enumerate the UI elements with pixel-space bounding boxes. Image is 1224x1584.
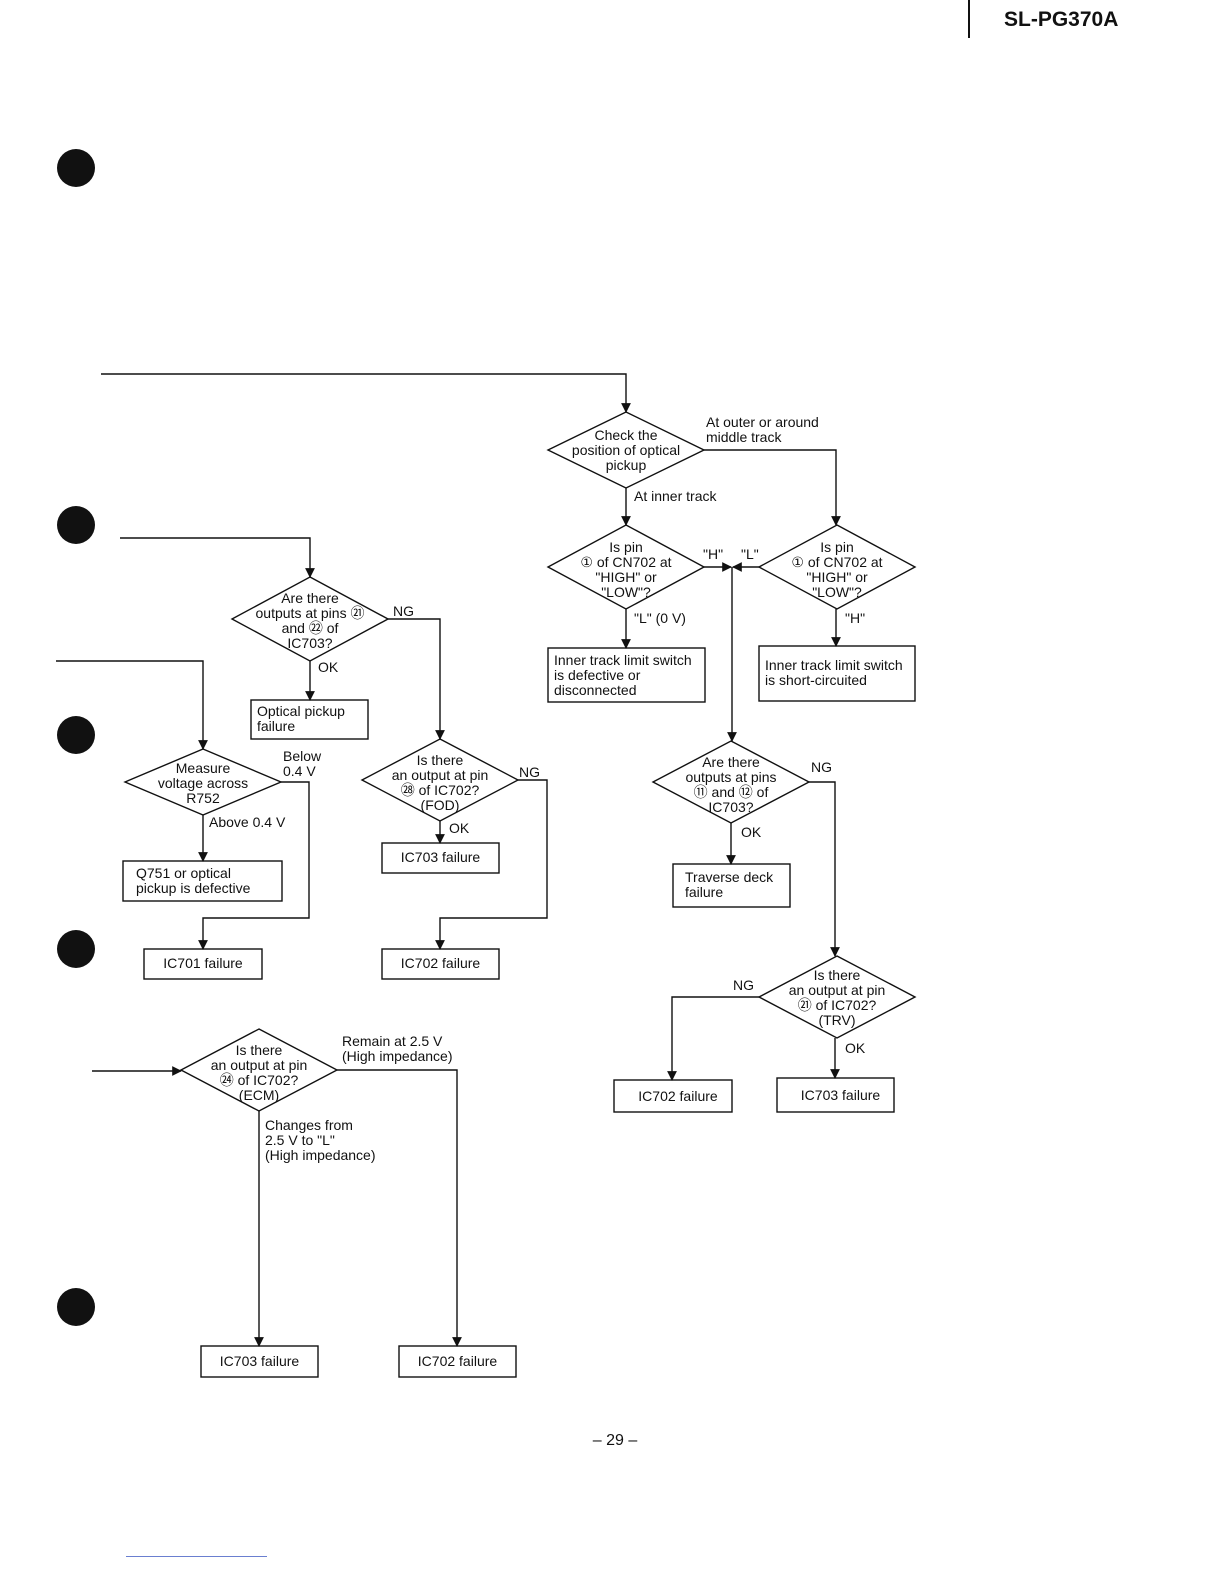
line-below-04 bbox=[198, 781, 310, 950]
label-ng-fod: NG bbox=[519, 764, 540, 780]
label-ok-17-18: OK bbox=[741, 824, 762, 840]
binder-hole bbox=[57, 149, 95, 187]
decision-check-position-text: Check the position of optical pickup bbox=[571, 427, 681, 473]
line-ng-fod bbox=[435, 779, 548, 950]
result-ic702-failure-c-text: IC702 failure bbox=[417, 1353, 498, 1369]
result-inner-switch-shorted-text: Inner track limit switch is short-circui… bbox=[765, 657, 903, 688]
label-h-left: "H" bbox=[703, 546, 724, 562]
result-traverse-deck-failure-text: Traverse deck failure bbox=[685, 869, 774, 900]
decision-output-24-ecm-text: Is there an output at pin ㉔ of IC702? (E… bbox=[210, 1042, 308, 1103]
label-outer-middle: At outer or around middle track bbox=[706, 414, 819, 445]
label-l-0v: "L" (0 V) bbox=[634, 610, 686, 626]
label-l-right: "L" bbox=[741, 546, 759, 562]
decision-output-21-trv-text: Is there an output at pin ㉑ of IC702? (T… bbox=[788, 967, 886, 1028]
label-ok-fod: OK bbox=[449, 820, 470, 836]
footer-rule bbox=[126, 1556, 267, 1557]
decision-pin1-right bbox=[757, 524, 917, 610]
line-entry-r752 bbox=[56, 660, 208, 750]
decision-output-28-fod-text: Is there an output at pin ㉘ of IC702? (F… bbox=[391, 752, 489, 813]
line-ng-21-22 bbox=[388, 618, 445, 740]
line-top-entry bbox=[101, 373, 631, 413]
page-number: – 29 – bbox=[592, 1432, 638, 1449]
label-ng-trv: NG bbox=[733, 977, 754, 993]
result-optical-pickup-failure-text: Optical pickup failure bbox=[257, 703, 345, 734]
model-number: SL-PG370A bbox=[1004, 8, 1119, 31]
label-ok-21-22: OK bbox=[318, 659, 339, 675]
line-ng-17-18 bbox=[809, 781, 840, 957]
line-outer-branch bbox=[704, 449, 841, 526]
result-inner-switch-defective-text: Inner track limit switch is defective or… bbox=[554, 652, 692, 698]
line-ng-trv bbox=[667, 996, 759, 1081]
decision-outputs-21-22-text: Are there outputs at pins ㉑ and ㉒ of IC7… bbox=[255, 590, 365, 651]
label-remain-25: Remain at 2.5 V (High impedance) bbox=[342, 1033, 453, 1064]
header-divider bbox=[968, 0, 970, 38]
binder-hole bbox=[57, 506, 95, 544]
label-inner-track: At inner track bbox=[634, 488, 717, 504]
binder-hole bbox=[57, 930, 95, 968]
result-ic703-failure-c-text: IC703 failure bbox=[219, 1353, 300, 1369]
result-ic701-failure-text: IC701 failure bbox=[163, 955, 243, 971]
label-ng-21-22: NG bbox=[393, 603, 414, 619]
label-below-04: Below 0.4 V bbox=[283, 748, 322, 779]
result-ic702-failure-a-text: IC702 failure bbox=[400, 955, 481, 971]
decision-pin1-right-text: Is pin ① of CN702 at "HIGH" or "LOW"? bbox=[791, 539, 883, 600]
label-ng-17-18: NG bbox=[811, 759, 832, 775]
label-ok-trv: OK bbox=[845, 1040, 866, 1056]
decision-output-21-trv bbox=[757, 955, 917, 1039]
result-ic703-failure-a-text: IC703 failure bbox=[400, 849, 481, 865]
binder-hole bbox=[57, 1288, 95, 1326]
binder-hole bbox=[57, 716, 95, 754]
line-remain-25 bbox=[337, 1069, 462, 1347]
decision-measure-r752-text: Measure voltage across R752 bbox=[157, 760, 249, 806]
line-entry-21-22 bbox=[120, 537, 315, 578]
decision-pin1-left-text: Is pin ① of CN702 at "HIGH" or "LOW"? bbox=[580, 539, 672, 600]
label-h-right: "H" bbox=[845, 610, 866, 626]
label-above-04: Above 0.4 V bbox=[209, 814, 286, 830]
result-ic702-failure-b-text: IC702 failure bbox=[638, 1088, 718, 1104]
result-q751-defective-text: Q751 or optical pickup is defective bbox=[136, 865, 251, 896]
result-ic703-failure-b-text: IC703 failure bbox=[800, 1087, 881, 1103]
label-changes-from: Changes from 2.5 V to "L" (High impedanc… bbox=[265, 1117, 376, 1163]
decision-outputs-17-18-text: Are there outputs at pins ⑪ and ⑫ of IC7… bbox=[685, 754, 777, 815]
